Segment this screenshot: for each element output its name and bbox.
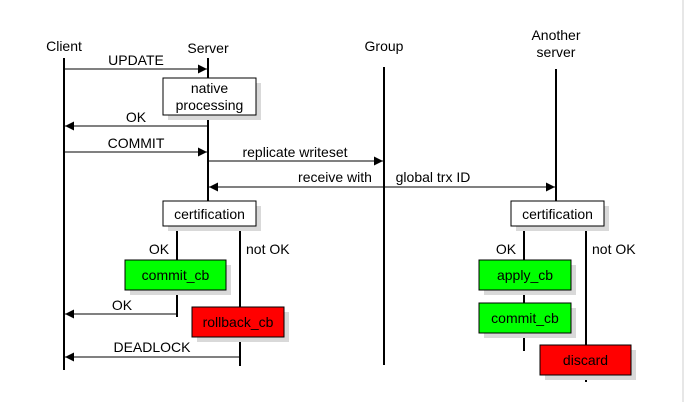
- participant-client: Client: [46, 38, 82, 54]
- rollback-cb-label: rollback_cb: [203, 314, 274, 330]
- apply-cb-label: apply_cb: [497, 267, 553, 283]
- another-ok-label: OK: [496, 241, 517, 257]
- update-label: UPDATE: [108, 52, 164, 68]
- discard-box: [539, 344, 632, 376]
- server-ok-label: OK: [149, 241, 170, 257]
- commit-cb-server-box: [124, 259, 227, 291]
- participant-another-server-line1: Another: [531, 27, 580, 43]
- certification-server-label: certification: [174, 206, 245, 222]
- certification-another-label: certification: [522, 206, 593, 222]
- certification-another-box: [510, 200, 605, 227]
- apply-cb-box: [478, 259, 572, 291]
- rollback-cb-box: [191, 306, 285, 338]
- ok-label-2: OK: [112, 297, 133, 313]
- ok-label-1: OK: [126, 109, 147, 125]
- commit-cb-server-label: commit_cb: [142, 267, 210, 283]
- commit-cb-another-label: commit_cb: [491, 310, 559, 326]
- certification-server-box: [162, 200, 257, 227]
- discard-label: discard: [563, 352, 608, 368]
- native-processing-line1: native: [191, 80, 229, 96]
- deadlock-label: DEADLOCK: [113, 339, 191, 355]
- native-processing-box: [162, 77, 257, 116]
- participant-another-server-line2: server: [537, 44, 576, 60]
- commit-cb-another-box: [478, 302, 572, 334]
- commit-label: COMMIT: [108, 135, 165, 151]
- global-trx-id-label: global trx ID: [396, 169, 471, 185]
- receive-with-label: receive with: [298, 169, 372, 185]
- participant-group: Group: [365, 38, 404, 54]
- another-not-ok-label: not OK: [592, 241, 636, 257]
- server-not-ok-label: not OK: [246, 241, 290, 257]
- participant-server: Server: [187, 40, 229, 56]
- native-processing-line2: processing: [176, 97, 244, 113]
- replicate-writeset-label: replicate writeset: [242, 144, 347, 160]
